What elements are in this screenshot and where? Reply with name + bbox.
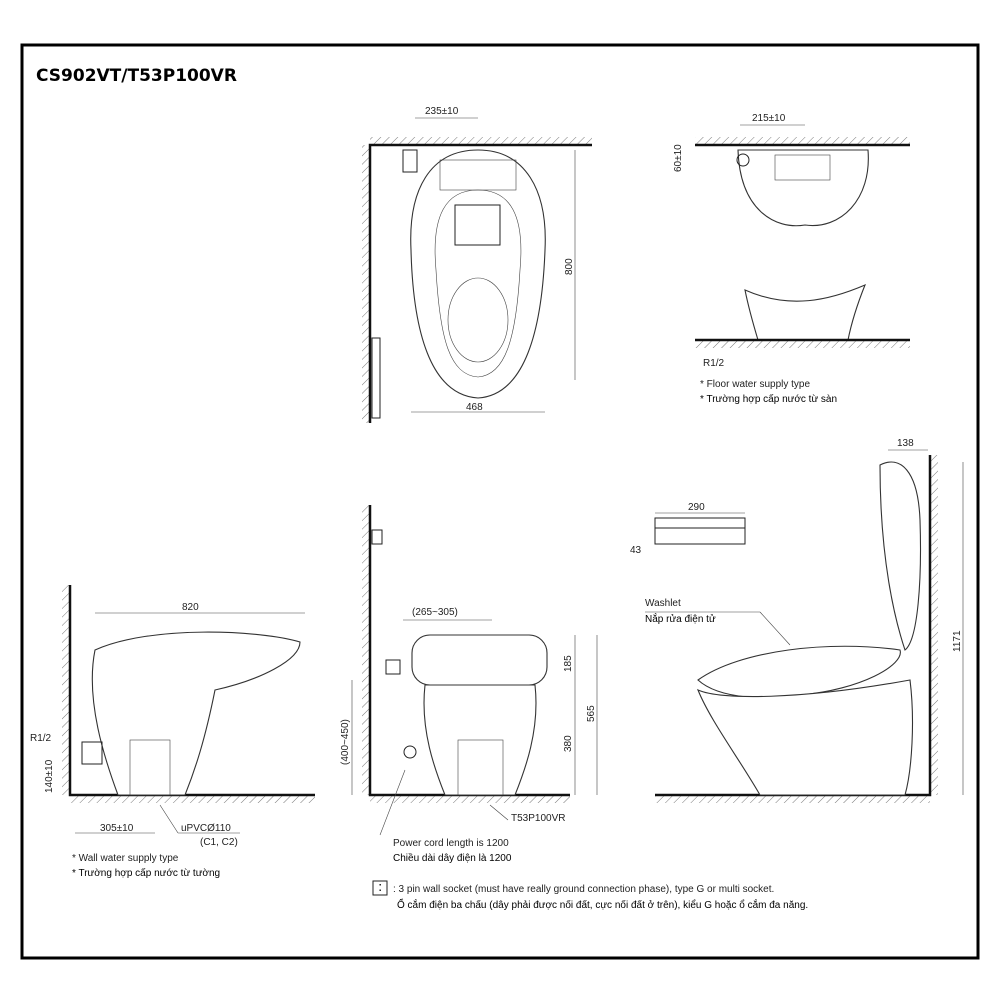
thread-r12-left: R1/2 — [30, 733, 52, 744]
remote-height: 43 — [630, 545, 642, 556]
side-view-left: 820 R1/2 140±10 305±10 uPVCØ110 (C1, C2)… — [30, 585, 315, 879]
dim-380: 380 — [563, 735, 574, 752]
sheet-frame — [20, 43, 980, 960]
socket-note-vi: Ổ cắm điện ba chấu (dây phải được nối đấ… — [397, 898, 808, 911]
wall-socket-icon — [385, 659, 401, 675]
floor-note-vi: * Trường hợp cấp nước từ sàn — [700, 393, 837, 405]
floor-supply-view: 215±10 60±10 R1/2 * Floor water supply t… — [673, 113, 910, 405]
dim-565: 565 — [586, 705, 597, 722]
washlet-label-en: Washlet — [645, 598, 681, 609]
dim-length-800: 800 — [564, 258, 575, 275]
cord-length-vi: Chiều dài dây điện là 1200 — [393, 852, 512, 864]
pipe-codes: (C1, C2) — [200, 837, 238, 848]
wall-note-vi: * Trường hợp cấp nước từ tường — [72, 867, 220, 879]
dim-inlet-235: 235±10 — [425, 106, 459, 117]
model-label: T53P100VR — [511, 813, 565, 824]
dim-socket-height: (400~450) — [340, 719, 351, 765]
thread-r12: R1/2 — [703, 358, 725, 369]
dim-width-468: 468 — [466, 402, 483, 413]
dim-inlet-215: 215±10 — [752, 113, 786, 124]
washlet-label-vi: Nắp rửa điện tử — [645, 612, 716, 625]
dim-height-140: 140±10 — [44, 759, 55, 793]
socket-note-en: : 3 pin wall socket (must have really gr… — [393, 884, 774, 895]
cord-length-en: Power cord length is 1200 — [393, 838, 509, 849]
wall-socket-icon — [372, 880, 388, 896]
page-title: CS902VT/T53P100VR — [36, 66, 237, 86]
dim-offset-60: 60±10 — [673, 144, 684, 172]
remote-control: 290 43 — [630, 502, 746, 556]
dim-length-820: 820 — [182, 602, 199, 613]
pipe-spec: uPVCØ110 — [181, 823, 231, 834]
dim-1171: 1171 — [952, 630, 963, 652]
dim-138: 138 — [897, 438, 914, 449]
wall-note-en: * Wall water supply type — [72, 853, 179, 864]
dim-185: 185 — [563, 655, 574, 672]
floor-note-en: * Floor water supply type — [700, 379, 810, 390]
socket-note: ⠅ : 3 pin wall socket (must have really … — [372, 880, 808, 911]
dim-socket-range: (265~305) — [412, 607, 458, 618]
dim-outlet-305: 305±10 — [100, 823, 134, 834]
svg-text:⠅: ⠅ — [378, 884, 385, 895]
side-view-right: 138 1171 Washlet Nắp rửa điện tử — [645, 438, 964, 803]
front-view: (265~305) 185 380 565 (400~450) T53P100V… — [340, 505, 598, 864]
remote-width: 290 — [688, 502, 705, 513]
top-view: 235±10 800 468 — [362, 106, 592, 423]
